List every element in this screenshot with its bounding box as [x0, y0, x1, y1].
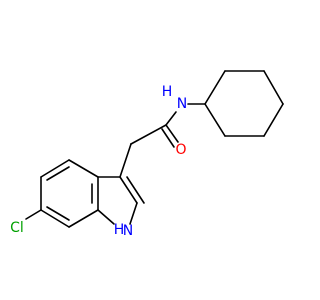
bond-benzene-2: [40, 159, 70, 178]
bond-indole-c3-c2-b: [126, 176, 145, 204]
bond-indole-c3-c2-a: [119, 176, 138, 204]
molecule-drawing: N H O Cl N H: [10, 70, 284, 239]
bond-indole-n1-c7a: [97, 209, 115, 225]
bond-n-carbonyl: [165, 111, 177, 126]
atom-label-amide-n: N: [177, 96, 187, 112]
bond-carbonyl-2: [161, 128, 175, 148]
bond-benzene-inner-2: [46, 206, 70, 221]
atom-label-indole-n: N: [123, 223, 133, 239]
bond-ch2-indole: [119, 143, 132, 178]
bond-benzene-1: [68, 159, 99, 178]
bond-carbonyl-1: [165, 124, 179, 143]
bond-cyclohexane-1: [204, 70, 226, 105]
bond-cyclohexane-6: [204, 103, 226, 137]
bond-benzene-5: [68, 209, 99, 228]
bond-carbonyl-ch2: [130, 124, 167, 145]
bond-cyclohexane-3: [263, 70, 284, 105]
bond-benzene-4: [40, 209, 70, 228]
bond-indole-c2-n1: [129, 202, 138, 225]
atom-label-amide-h: H: [162, 84, 173, 100]
atom-label-indole-h: H: [114, 222, 125, 238]
atom-label-chlorine: Cl: [10, 220, 24, 236]
bond-benzene-inner-1: [46, 166, 70, 181]
structure-canvas: N H O Cl N H: [10, 70, 284, 239]
bond-cyclohexane-4: [263, 103, 284, 137]
bond-c-cl: [25, 209, 42, 220]
atom-label-carbonyl-o: O: [175, 142, 186, 158]
